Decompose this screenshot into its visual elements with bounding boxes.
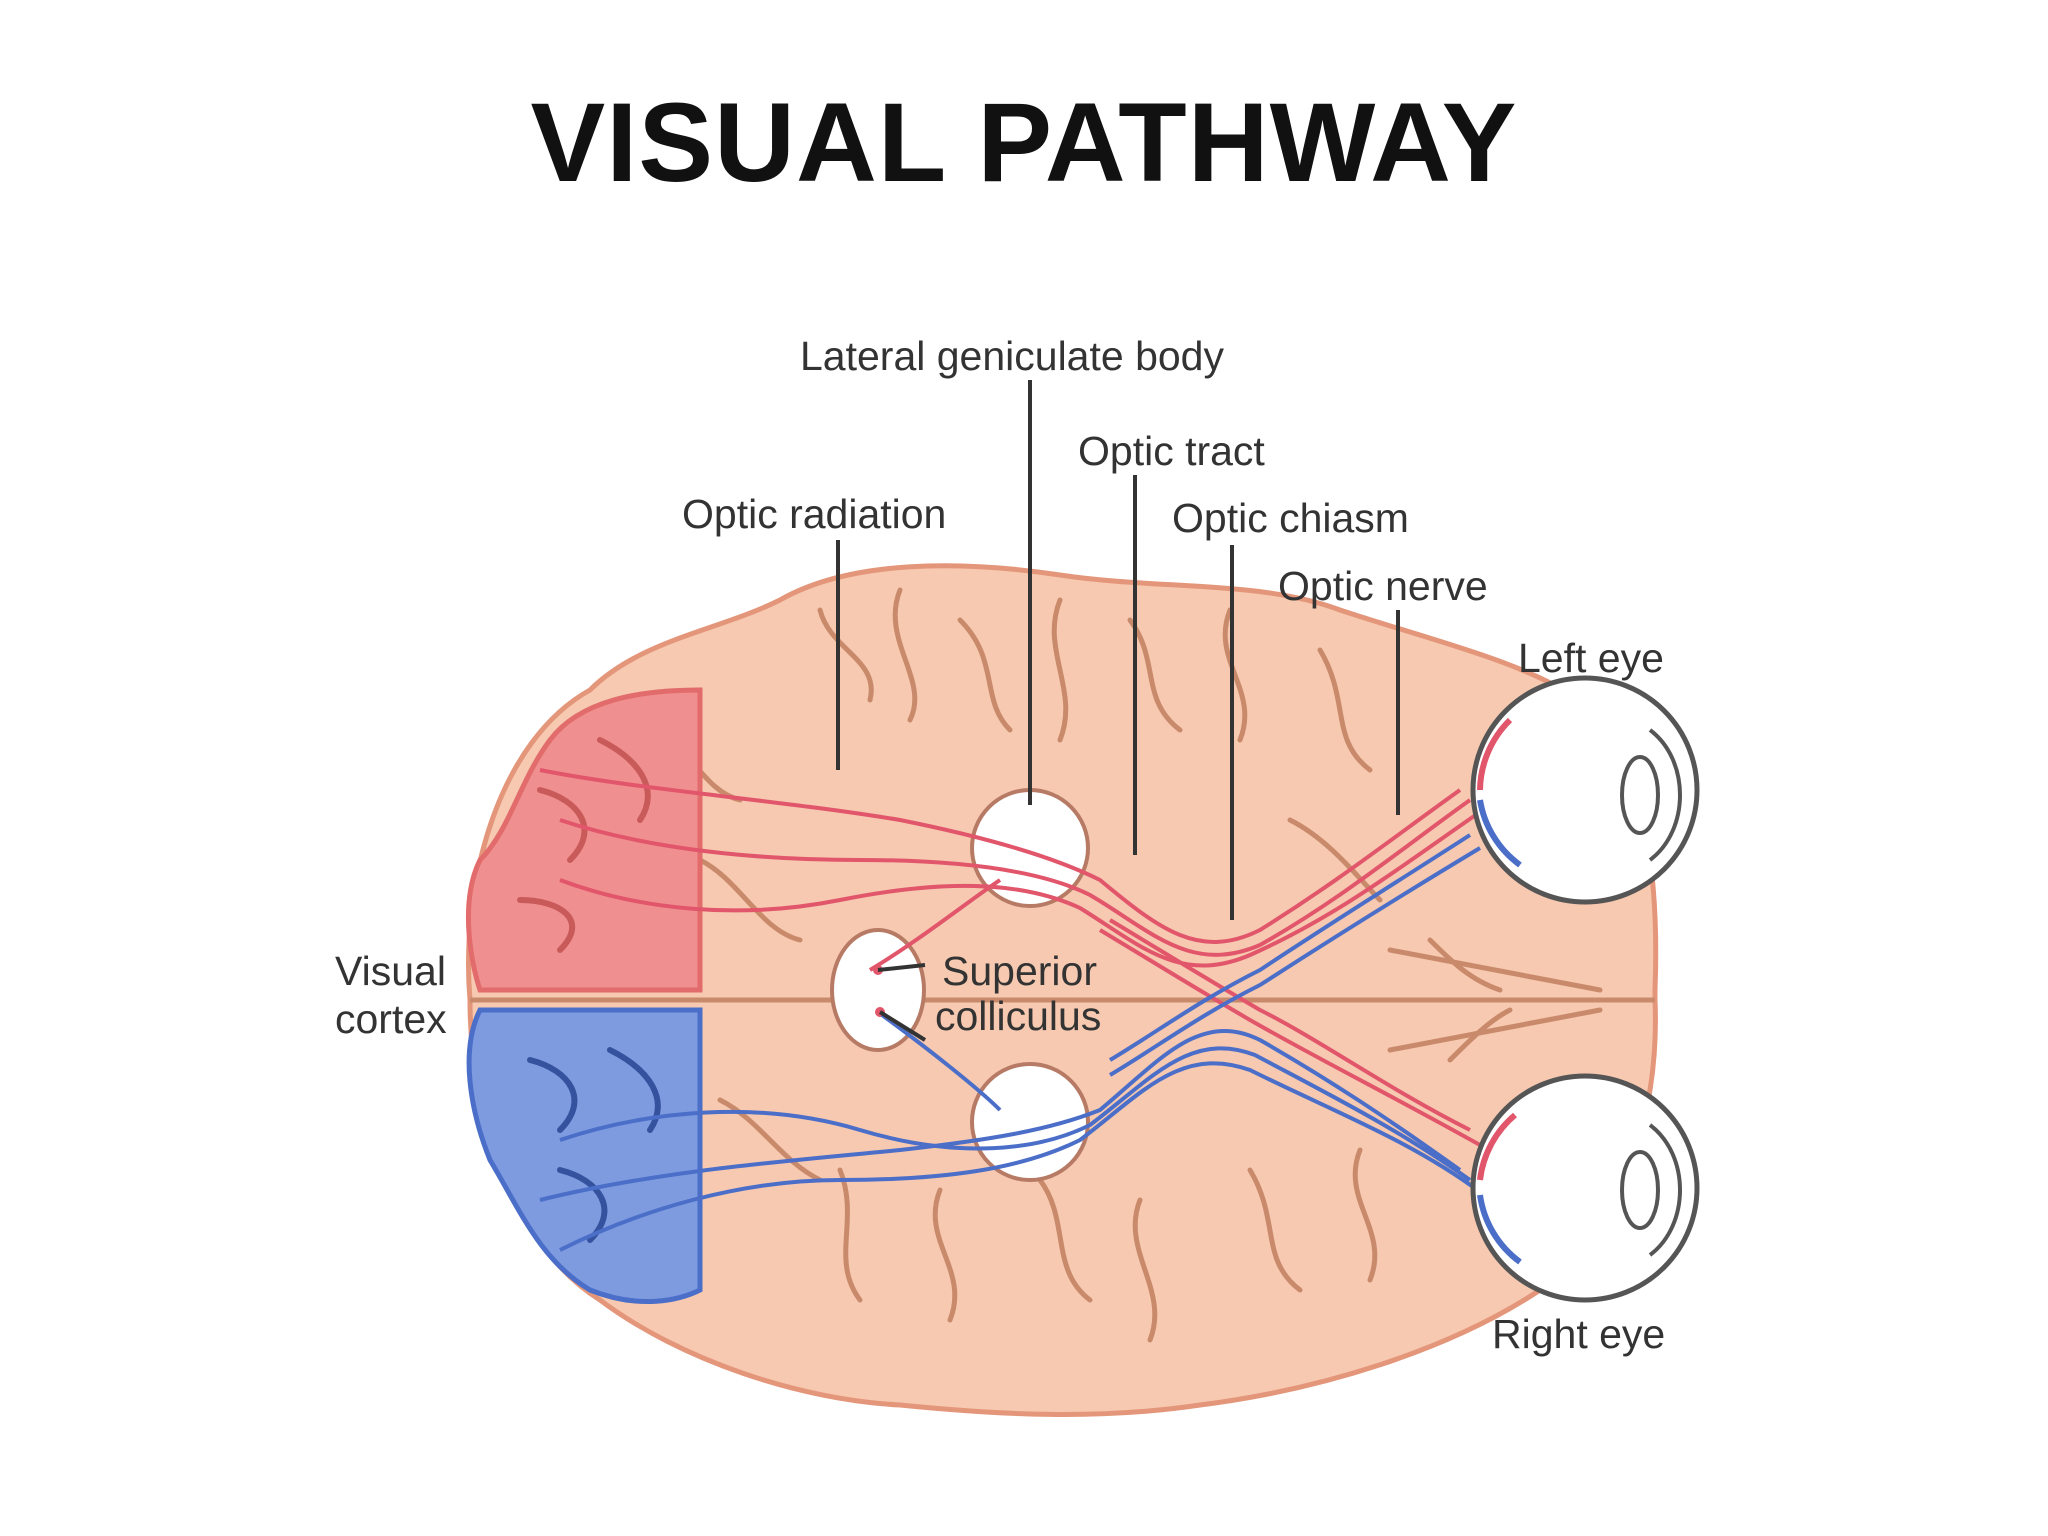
right-eye — [1470, 1073, 1700, 1303]
label-left-eye: Left eye — [1518, 635, 1664, 681]
slide-title: VISUAL PATHWAY — [530, 80, 1518, 205]
label-right-eye: Right eye — [1492, 1311, 1665, 1357]
label-visual-cortex-line1: Visual — [335, 948, 446, 994]
label-optic-chiasm: Optic chiasm — [1172, 495, 1409, 541]
left-eye-cornea — [1648, 728, 1682, 862]
right-eye-retina-blue — [1477, 1194, 1522, 1265]
right-eye-cornea — [1648, 1123, 1682, 1257]
left-eye-retina-blue — [1477, 799, 1522, 868]
right-visual-cortex — [466, 1007, 703, 1304]
leader-superior-colliculus-upper — [877, 963, 926, 972]
right-eye-lens — [1620, 1150, 1660, 1230]
label-superior-colliculus-line1: Superior — [942, 948, 1097, 994]
label-optic-radiation: Optic radiation — [682, 491, 946, 537]
left-eye-lens — [1620, 755, 1660, 835]
right-eye-retina-red — [1477, 1112, 1517, 1181]
superior-colliculus — [830, 928, 926, 1052]
right-visual-pathway — [539, 833, 1482, 1252]
label-superior-colliculus-line2: colliculus — [935, 993, 1101, 1039]
left-eye-retina-red — [1477, 717, 1513, 791]
right-eye-globe — [1470, 1073, 1700, 1303]
left-eye — [1470, 675, 1700, 905]
label-lateral-geniculate-body: Lateral geniculate body — [800, 333, 1224, 379]
leader-lines — [836, 380, 1400, 1042]
left-visual-pathway — [539, 768, 1482, 1147]
left-eye-globe — [1470, 675, 1700, 905]
label-optic-nerve: Optic nerve — [1278, 563, 1488, 609]
cortex-folds — [517, 737, 661, 1243]
label-optic-tract: Optic tract — [1078, 428, 1265, 474]
label-visual-cortex-line2: cortex — [335, 996, 447, 1042]
leader-superior-colliculus-lower — [878, 1010, 927, 1042]
